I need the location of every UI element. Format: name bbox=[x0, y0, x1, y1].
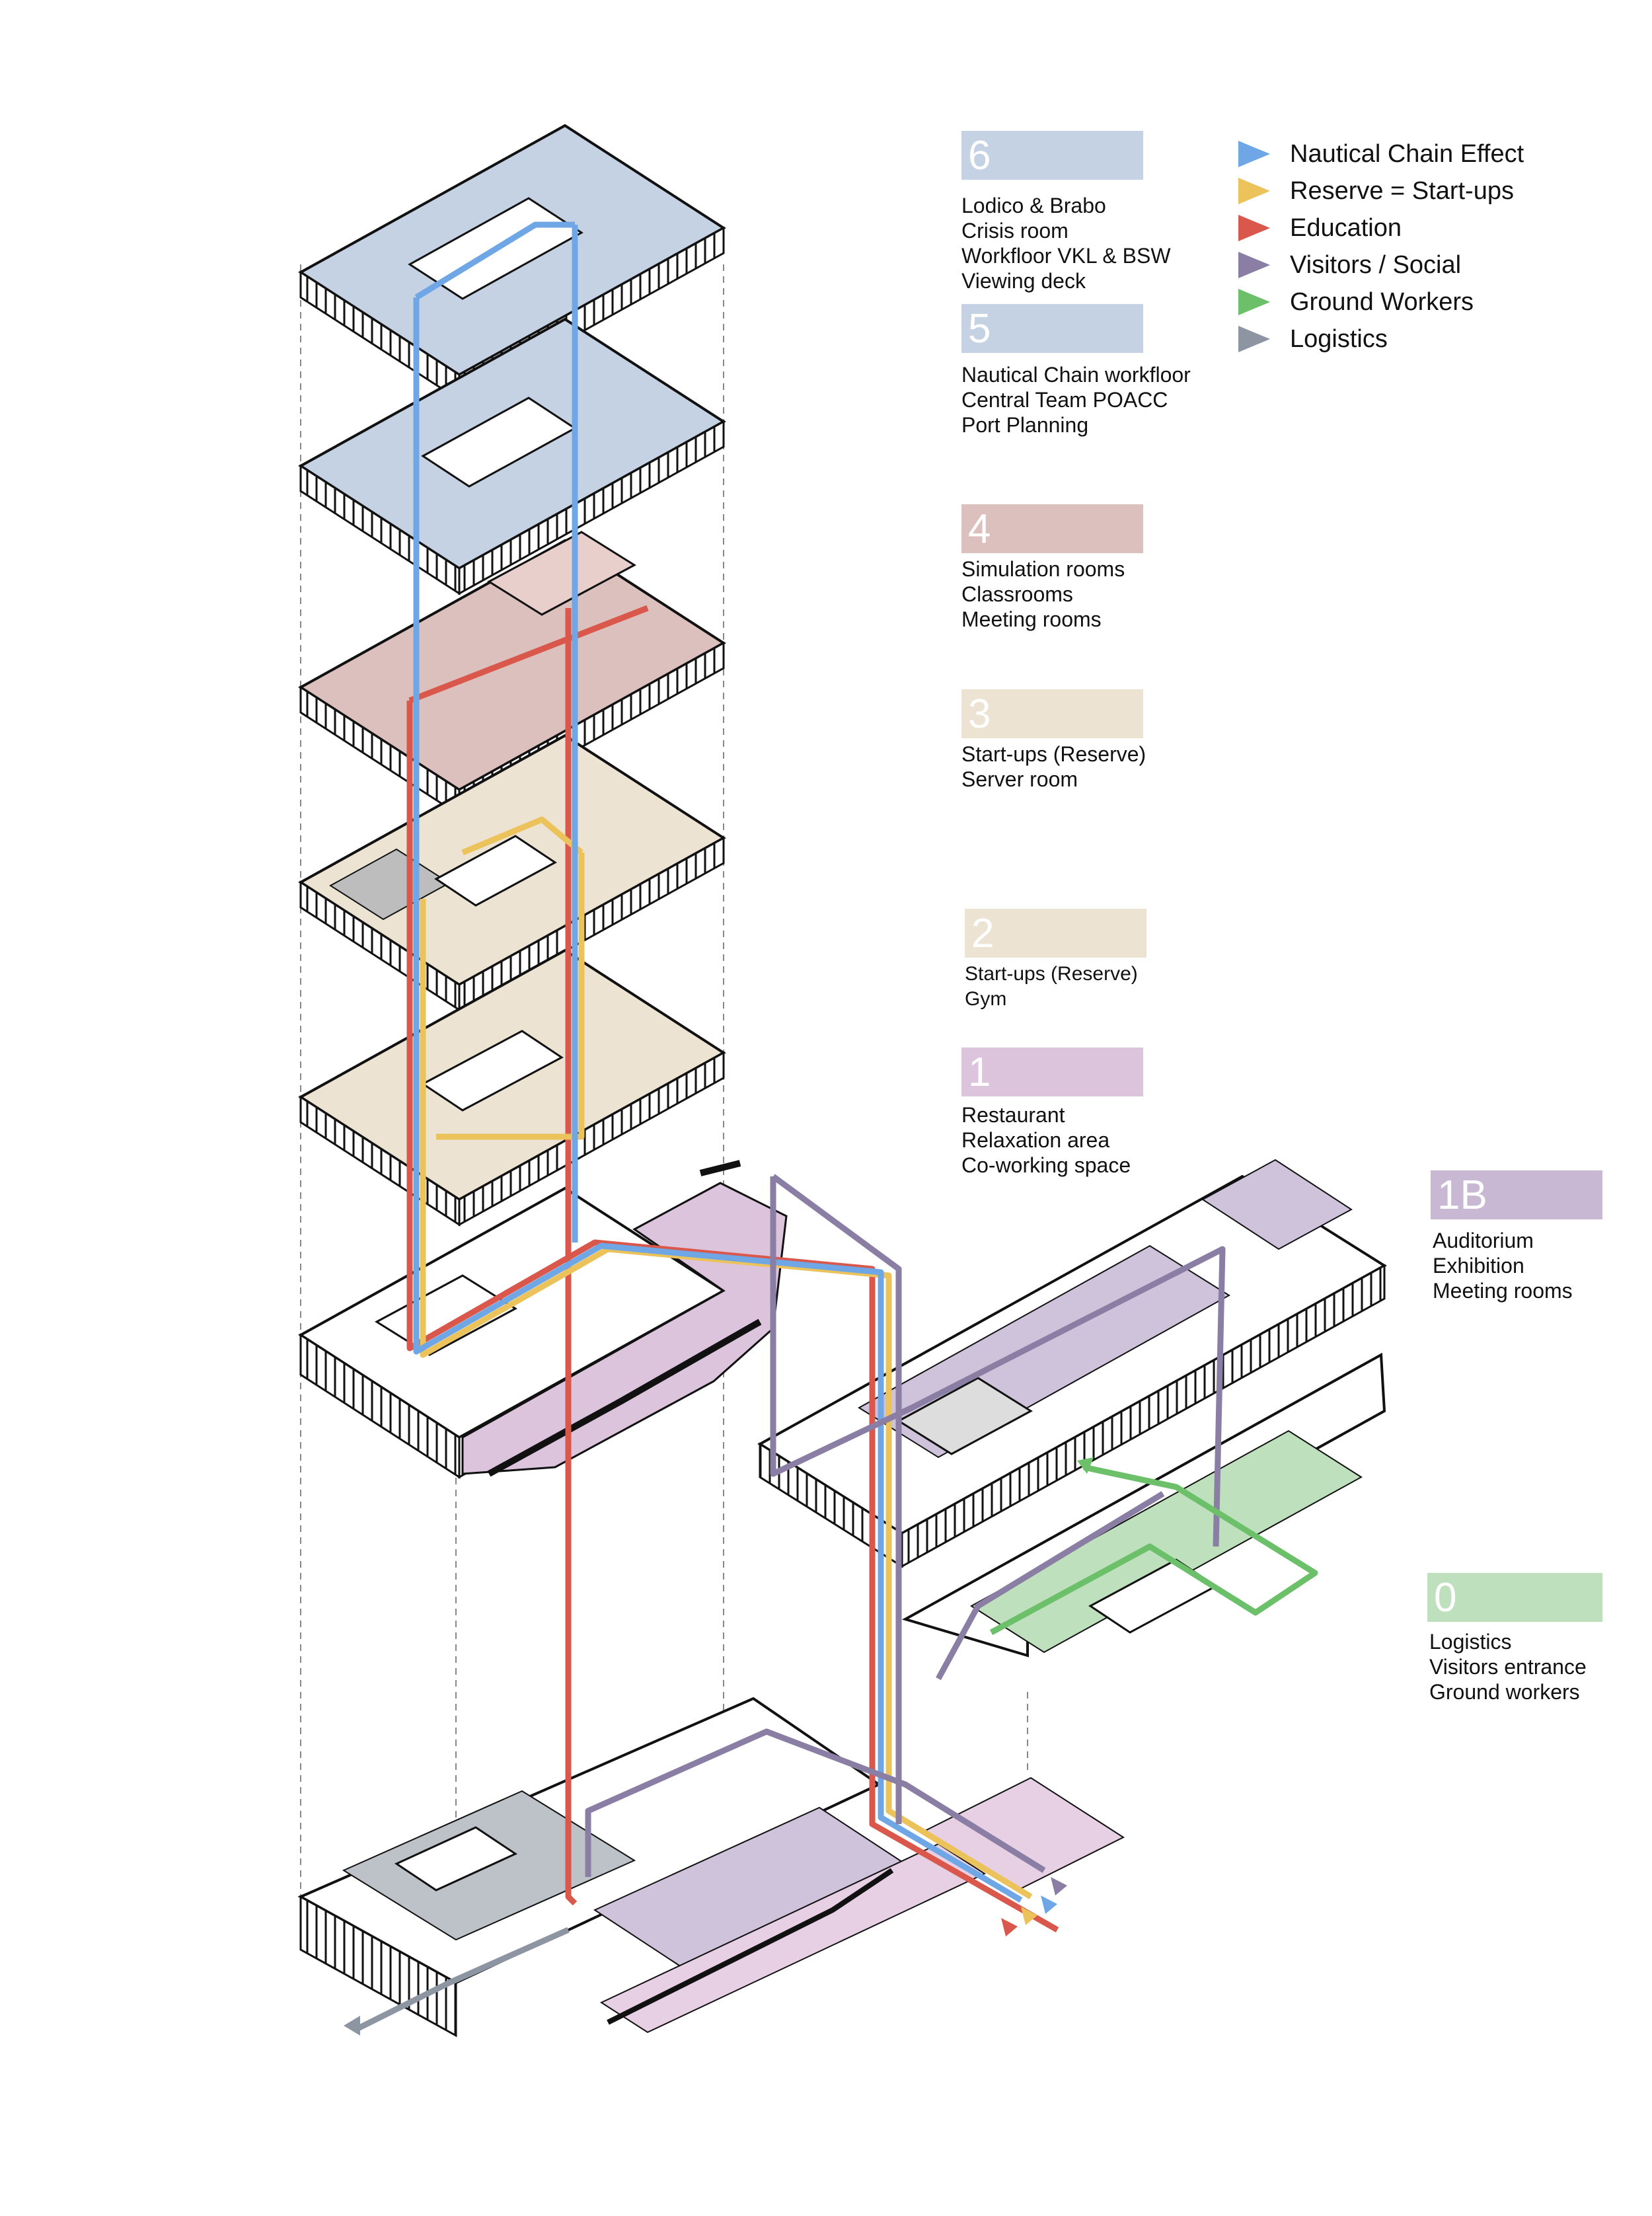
floor-number-box: 1 bbox=[961, 1048, 1143, 1096]
route-visitors bbox=[585, 1174, 1226, 1877]
route-logistics bbox=[355, 1927, 570, 2032]
floor-description-line: Logistics bbox=[1429, 1630, 1512, 1654]
floor-number: 5 bbox=[968, 305, 991, 352]
legend-item-visitors: Visitors / Social bbox=[1236, 247, 1524, 284]
floor-description-line: Start-ups (Reserve) bbox=[961, 742, 1146, 766]
floor-description-line: Gym bbox=[965, 988, 1007, 1010]
floor-1-plate bbox=[298, 1160, 788, 1479]
floor-description-line: Lodico & Brabo bbox=[961, 194, 1106, 217]
guide-lines bbox=[300, 264, 1028, 1996]
floor-description-line: Auditorium bbox=[1433, 1229, 1534, 1252]
legend-item-reserve: Reserve = Start-ups bbox=[1236, 172, 1524, 210]
floor-4-plate bbox=[298, 531, 726, 817]
legend-item-ground: Ground Workers bbox=[1236, 284, 1524, 321]
route-legend: Nautical Chain Effect Reserve = Start-up… bbox=[1236, 135, 1524, 358]
ground-floor-plate bbox=[297, 1697, 1125, 2038]
arrow-icon bbox=[1238, 178, 1270, 204]
arrow-icon bbox=[1238, 215, 1270, 241]
floor-number: 4 bbox=[968, 506, 991, 552]
legend-label: Logistics bbox=[1290, 325, 1388, 353]
floor-number-box: 0 bbox=[1427, 1573, 1602, 1622]
legend-label: Visitors / Social bbox=[1290, 250, 1462, 279]
floor-description-line: Start-ups (Reserve) bbox=[965, 963, 1138, 985]
floor-description-line: Simulation rooms bbox=[961, 557, 1125, 581]
floor-number-box: 3 bbox=[961, 689, 1143, 738]
floor-description-line: Server room bbox=[961, 767, 1078, 791]
floor-2-plate bbox=[298, 948, 726, 1227]
floor-description-line: Visitors entrance bbox=[1429, 1655, 1587, 1679]
floor-number: 3 bbox=[968, 691, 991, 737]
floor-number: 6 bbox=[968, 132, 991, 178]
legend-label: Nautical Chain Effect bbox=[1290, 139, 1524, 168]
floor-description-line: Crisis room bbox=[961, 219, 1069, 243]
floor-number: 1 bbox=[968, 1049, 991, 1095]
route-arrowheads bbox=[344, 1457, 1094, 2036]
floor-description-line: Viewing deck bbox=[961, 269, 1086, 293]
floor-number: 0 bbox=[1434, 1574, 1457, 1621]
floor-number-box: 6 bbox=[961, 131, 1143, 180]
floor-1b-plate bbox=[757, 1159, 1387, 1568]
floor-description-line: Co-working space bbox=[961, 1153, 1131, 1177]
arrow-icon bbox=[1238, 141, 1270, 167]
legend-label: Ground Workers bbox=[1290, 287, 1474, 316]
arrow-icon bbox=[1238, 326, 1270, 352]
floor-number-box: 2 bbox=[965, 909, 1146, 958]
arrow-icon bbox=[1238, 289, 1270, 315]
floor-description-line: Central Team POACC bbox=[961, 388, 1168, 412]
floor-description-line: Workfloor VKL & BSW bbox=[961, 244, 1171, 268]
floor-number-box: 1B bbox=[1431, 1170, 1602, 1219]
floor-description-line: Ground workers bbox=[1429, 1680, 1580, 1704]
floor-description-line: Nautical Chain workfloor bbox=[961, 363, 1191, 387]
route-ground bbox=[989, 1464, 1318, 1635]
arrow-icon bbox=[1238, 252, 1270, 278]
floor-description-line: Classrooms bbox=[961, 582, 1073, 606]
floor-number-box: 5 bbox=[961, 304, 1143, 353]
floor-5-plate bbox=[298, 317, 726, 595]
floor-description-line: Restaurant bbox=[961, 1103, 1065, 1127]
floor-description-line: Port Planning bbox=[961, 413, 1089, 437]
legend-item-logistics: Logistics bbox=[1236, 321, 1524, 358]
floor-description-line: Exhibition bbox=[1433, 1254, 1524, 1278]
floor-description-line: Meeting rooms bbox=[1433, 1279, 1573, 1303]
route-nautical bbox=[413, 221, 1023, 1903]
legend-label: Reserve = Start-ups bbox=[1290, 176, 1514, 205]
floor-number: 2 bbox=[971, 910, 995, 956]
legend-label: Education bbox=[1290, 213, 1402, 242]
floor-description-line: Meeting rooms bbox=[961, 607, 1102, 631]
floor-number-box: 4 bbox=[961, 504, 1143, 553]
floor-description-line: Relaxation area bbox=[961, 1128, 1110, 1152]
floor-3-plate bbox=[298, 734, 726, 1012]
floor-number: 1B bbox=[1437, 1172, 1487, 1218]
legend-item-education: Education bbox=[1236, 210, 1524, 247]
legend-item-nautical: Nautical Chain Effect bbox=[1236, 135, 1524, 172]
